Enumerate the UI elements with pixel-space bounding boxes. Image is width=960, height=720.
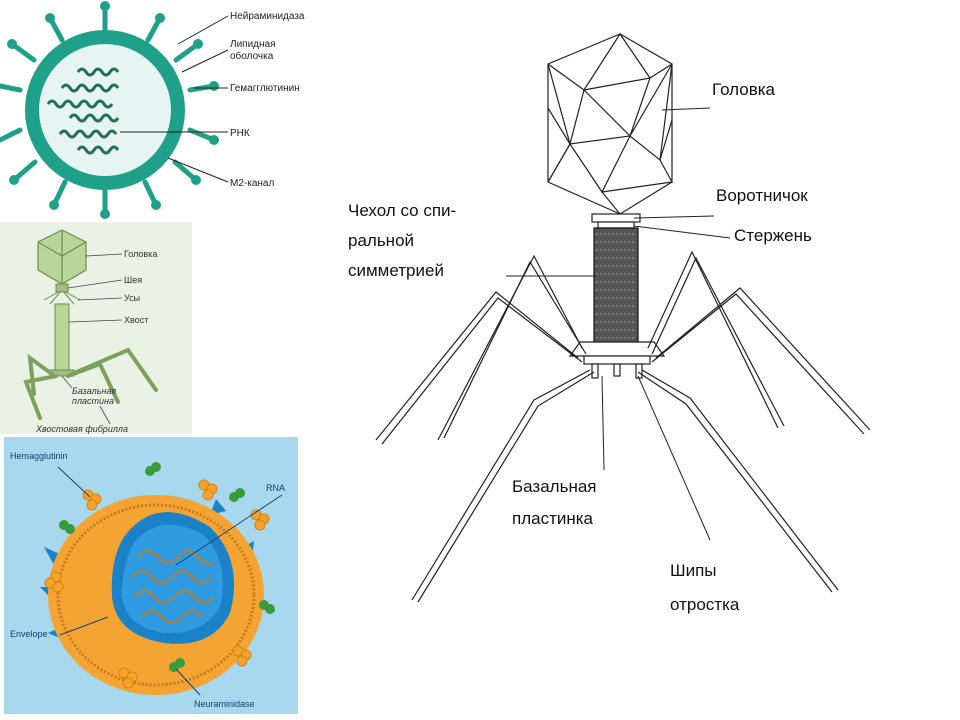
label-spikes-line2: отростка: [670, 595, 740, 614]
influenza-virus-diagram: Нейраминидаза Липидная оболочка Гемагглю…: [0, 1, 305, 219]
virus-interior: [39, 44, 171, 176]
label-plate-line1: Базальная: [72, 386, 116, 396]
core-inner: [122, 524, 223, 634]
label-lipid-line2: оболочка: [230, 50, 274, 62]
label-whiskers: Усы: [124, 293, 140, 303]
phage-tail: [54, 303, 70, 371]
phage-small-diagram: Головка Шея Усы Хвост Базальная пластина…: [23, 229, 158, 434]
label-rna: РНК: [230, 128, 250, 139]
label-rna-en: RNA: [266, 483, 285, 493]
virus-cross-section-diagram: Hemagglutinin RNA Envelope Neuraminidase: [10, 451, 285, 709]
phage-icosahedral-head: [547, 32, 673, 215]
envelope-membrane: [56, 503, 256, 687]
label-neck: Шея: [124, 275, 142, 285]
phage-tail-fibers: [23, 347, 158, 420]
label-plate-large-line1: Базальная: [512, 477, 597, 496]
label-tail: Хвост: [124, 315, 148, 325]
label-hemagglutinin: Гемагглютинин: [230, 83, 300, 94]
label-head-large: Головка: [712, 80, 776, 99]
label-envelope-en: Envelope: [10, 629, 48, 639]
label-plate-large-line2: пластинка: [512, 509, 594, 528]
label-lipid-line1: Липидная: [230, 39, 275, 50]
phage-small-leaders: [61, 253, 123, 425]
label-neuraminidase-en: Neuraminidase: [194, 699, 255, 709]
phage-head: [37, 229, 87, 285]
phage-tail-fibers-large: [375, 250, 871, 603]
label-m2-channel: М2-канал: [230, 178, 274, 189]
phage-large-leaders: [506, 107, 731, 541]
hemagglutinin-clusters: [44, 479, 270, 689]
phage-helical-sheath: [593, 227, 639, 355]
label-spikes-line1: Шипы: [670, 561, 717, 580]
rna-coil: [131, 550, 215, 624]
phage-large-diagram: Головка Воротничок Стержень Чехол со спи…: [348, 32, 871, 614]
label-rod: Стержень: [734, 226, 812, 245]
phage-large-panel: Головка Воротничок Стержень Чехол со спи…: [330, 20, 960, 720]
label-sheath-line1: Чехол со спи-: [348, 201, 456, 220]
virus-color-panel: Hemagglutinin RNA Envelope Neuraminidase: [4, 437, 298, 714]
influenza-virus-panel: Нейраминидаза Липидная оболочка Гемагглю…: [0, 0, 340, 222]
label-leader-lines: [120, 15, 229, 183]
label-plate-line2: пластина: [72, 396, 114, 406]
phage-neck: [55, 283, 69, 293]
rna-strands: [46, 67, 120, 155]
label-sheath-line3: симметрией: [348, 261, 444, 280]
label-hemagglutinin-en: Hemagglutinin: [10, 451, 68, 461]
virus-color-leaders: [57, 466, 283, 696]
phage-small-panel: Головка Шея Усы Хвост Базальная пластина…: [0, 222, 192, 434]
phage-base-plate-large: [568, 341, 666, 379]
phage-collar: [591, 213, 641, 229]
neuraminidase-knobs: [59, 462, 275, 672]
label-head: Головка: [124, 249, 157, 259]
label-sheath-line2: ральной: [348, 231, 414, 250]
surface-spikes: [0, 1, 219, 219]
label-neuraminidase: Нейраминидаза: [230, 11, 305, 22]
label-collar: Воротничок: [716, 186, 808, 205]
label-fibril: Хвостовая фибрилла: [35, 424, 128, 434]
